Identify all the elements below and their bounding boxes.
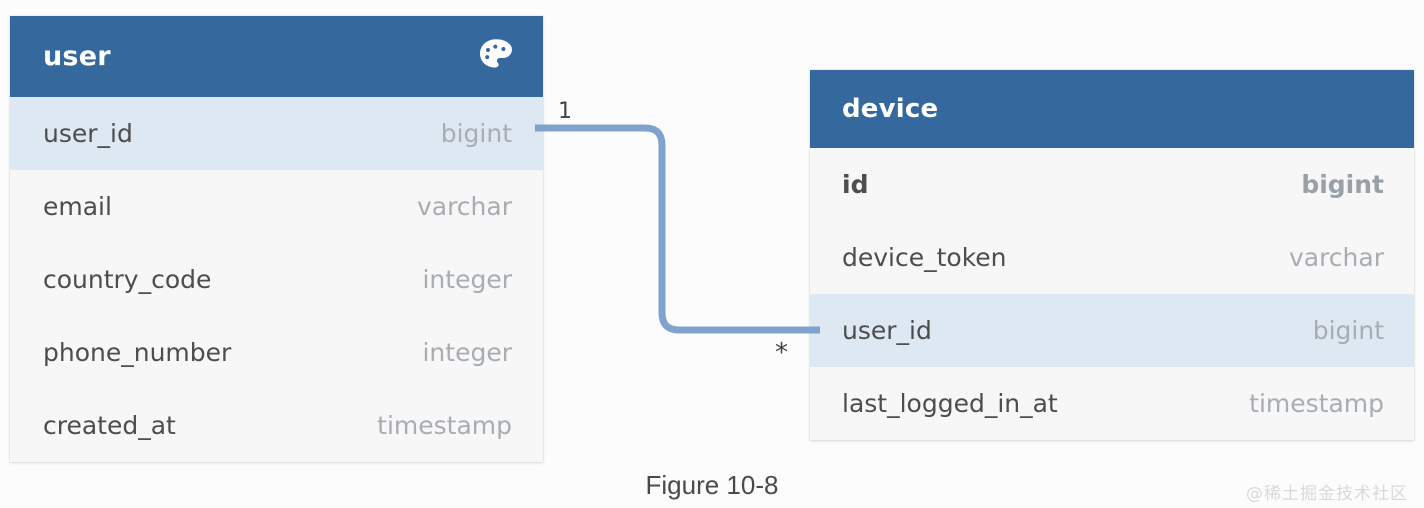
er-column-name: user_id (43, 119, 133, 148)
er-column-name: country_code (43, 265, 212, 294)
er-column-name: id (842, 170, 869, 199)
er-column-type: bigint (1312, 316, 1384, 345)
er-column-type: timestamp (1249, 389, 1384, 418)
cardinality-label-one: 1 (558, 99, 572, 124)
er-table-device[interactable]: device id bigint device_token varchar us… (810, 70, 1414, 440)
palette-icon[interactable] (475, 34, 517, 80)
figure-caption: Figure 10-8 (645, 470, 779, 500)
er-column-name: created_at (43, 411, 176, 440)
er-row-device-id[interactable]: id bigint (810, 148, 1414, 221)
relationship-connector (535, 124, 820, 334)
er-table-user-title: user (43, 41, 111, 72)
er-column-name: last_logged_in_at (842, 389, 1058, 418)
er-row-user-phone-number[interactable]: phone_number integer (10, 316, 543, 389)
er-row-user-user-id[interactable]: user_id bigint (10, 97, 543, 170)
er-row-user-country-code[interactable]: country_code integer (10, 243, 543, 316)
er-table-device-title: device (842, 94, 939, 124)
er-row-user-email[interactable]: email varchar (10, 170, 543, 243)
er-table-user-header[interactable]: user (10, 16, 543, 97)
er-table-user[interactable]: user user_id bigint email varchar countr… (10, 16, 543, 462)
er-table-device-header[interactable]: device (810, 70, 1414, 148)
er-column-type: varchar (416, 192, 512, 221)
er-column-type: timestamp (377, 411, 512, 440)
er-column-type: bigint (440, 119, 512, 148)
er-column-type: varchar (1288, 243, 1384, 272)
er-row-device-last-logged-in-at[interactable]: last_logged_in_at timestamp (810, 367, 1414, 440)
er-column-name: email (43, 192, 112, 221)
cardinality-label-many: * (775, 338, 788, 368)
er-row-device-device-token[interactable]: device_token varchar (810, 221, 1414, 294)
er-row-user-created-at[interactable]: created_at timestamp (10, 389, 543, 462)
er-column-type: integer (422, 338, 512, 367)
er-row-device-user-id[interactable]: user_id bigint (810, 294, 1414, 367)
er-column-type: integer (422, 265, 512, 294)
er-column-name: user_id (842, 316, 932, 345)
er-column-name: device_token (842, 243, 1007, 272)
watermark: @稀土掘金技术社区 (1246, 484, 1408, 504)
er-column-name: phone_number (43, 338, 232, 367)
er-column-type: bigint (1301, 170, 1384, 199)
